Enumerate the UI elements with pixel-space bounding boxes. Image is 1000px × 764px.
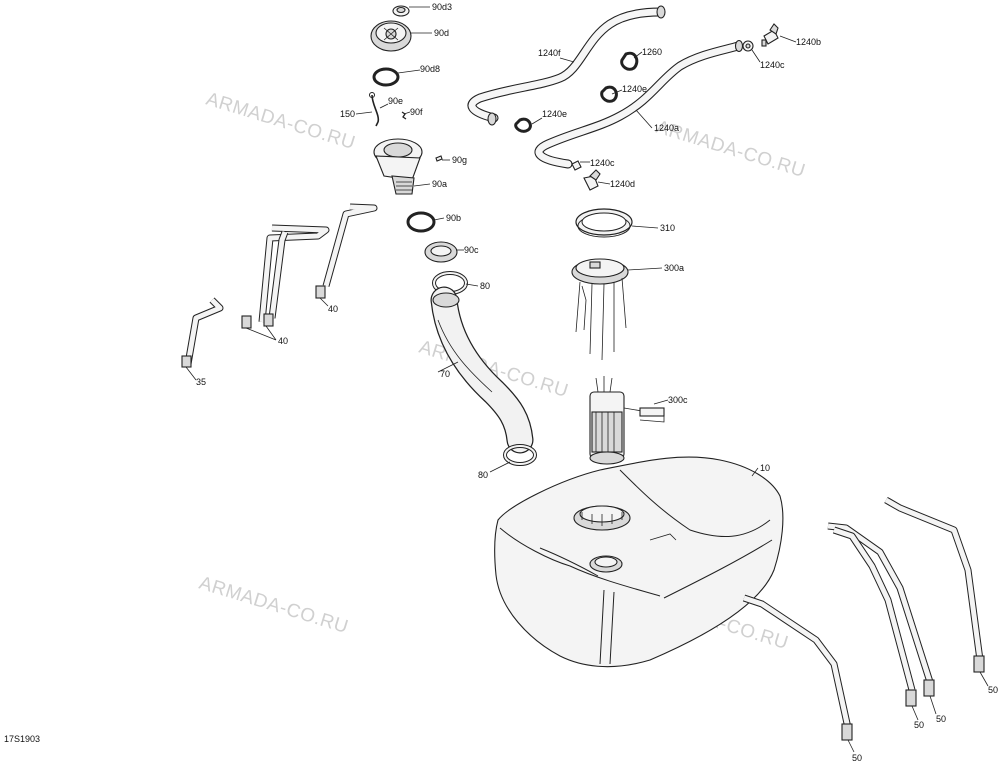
callout-150: 150 [340, 109, 355, 119]
strap-50-b [827, 522, 935, 697]
callout-1240d: 1240d [610, 179, 635, 189]
callout-1240e-left: 1240e [542, 109, 567, 119]
part-90b-oring [406, 211, 436, 233]
strap-40-single [315, 203, 378, 299]
part-90f-screw [401, 111, 407, 120]
filler-cap-assembly [369, 5, 537, 466]
callout-90d: 90d [434, 28, 449, 38]
part-90e-tether [371, 94, 380, 127]
watermark: ARMADA-CO.RU [204, 89, 358, 154]
callout-90c: 90c [464, 245, 479, 255]
callout-310: 310 [660, 223, 675, 233]
part-1240f-hose [467, 5, 666, 126]
part-300a-pump-flange [571, 258, 629, 361]
callout-90e: 90e [388, 96, 403, 106]
callout-1240f: 1240f [538, 48, 561, 58]
callout-labels: 90d3 90d 90d8 150 90e 90f 90g 90a 90b 90… [196, 2, 998, 763]
callout-1240c-top: 1240c [760, 60, 785, 70]
part-90g-clip [435, 155, 443, 162]
strap-40-pair [241, 224, 330, 329]
callout-70: 70 [440, 369, 450, 379]
callout-1240b: 1240b [796, 37, 821, 47]
callout-90b: 90b [446, 213, 461, 223]
diagram-code: 17S1903 [4, 734, 40, 744]
left-straps [181, 203, 378, 368]
callout-50-a: 50 [988, 685, 998, 695]
callout-80-top: 80 [480, 281, 490, 291]
callout-80-bottom: 80 [478, 470, 488, 480]
strap-35 [181, 297, 224, 368]
callout-10: 10 [760, 463, 770, 473]
callout-50-b: 50 [936, 714, 946, 724]
callout-50-c: 50 [914, 720, 924, 730]
callout-90g: 90g [452, 155, 467, 165]
callout-40-single: 40 [328, 304, 338, 314]
part-1240c-clip [571, 160, 582, 171]
part-300c-pump-body [589, 376, 665, 465]
callout-300c: 300c [668, 395, 688, 405]
callout-35: 35 [196, 377, 206, 387]
watermark: ARMADA-CO.RU [197, 573, 351, 638]
callout-90a: 90a [432, 179, 447, 189]
vent-hose-group [467, 5, 779, 191]
part-1240a-hose [534, 39, 744, 169]
part-1240d-elbow [583, 169, 601, 191]
part-1240b-valve [761, 23, 779, 47]
part-70-filler-hose [430, 286, 534, 454]
callout-50-d: 50 [852, 753, 862, 763]
callout-90d3: 90d3 [432, 2, 452, 12]
callout-1240a: 1240a [654, 123, 679, 133]
part-90a-filler-neck [373, 138, 423, 195]
right-straps [742, 496, 985, 741]
part-1240e-clamp-right [600, 85, 618, 103]
callout-1260: 1260 [642, 47, 662, 57]
strap-50-a [884, 496, 985, 673]
callout-1240e-right: 1240e [622, 84, 647, 94]
part-90d8-oring [372, 67, 400, 87]
part-10-fuel-tank [494, 456, 784, 668]
part-1240e-clamp-left [514, 117, 532, 133]
fuel-pump-module [571, 208, 665, 465]
callout-40-pair: 40 [278, 336, 288, 346]
callout-90f: 90f [410, 107, 423, 117]
part-310-lock-ring [575, 208, 633, 238]
strap-50-c [832, 526, 917, 707]
callout-90d8: 90d8 [420, 64, 440, 74]
strap-50-d [742, 594, 853, 741]
part-1260-clamp [620, 51, 639, 71]
leader-lines [185, 6, 989, 753]
callout-1240c: 1240c [590, 158, 615, 168]
callout-300a: 300a [664, 263, 684, 273]
